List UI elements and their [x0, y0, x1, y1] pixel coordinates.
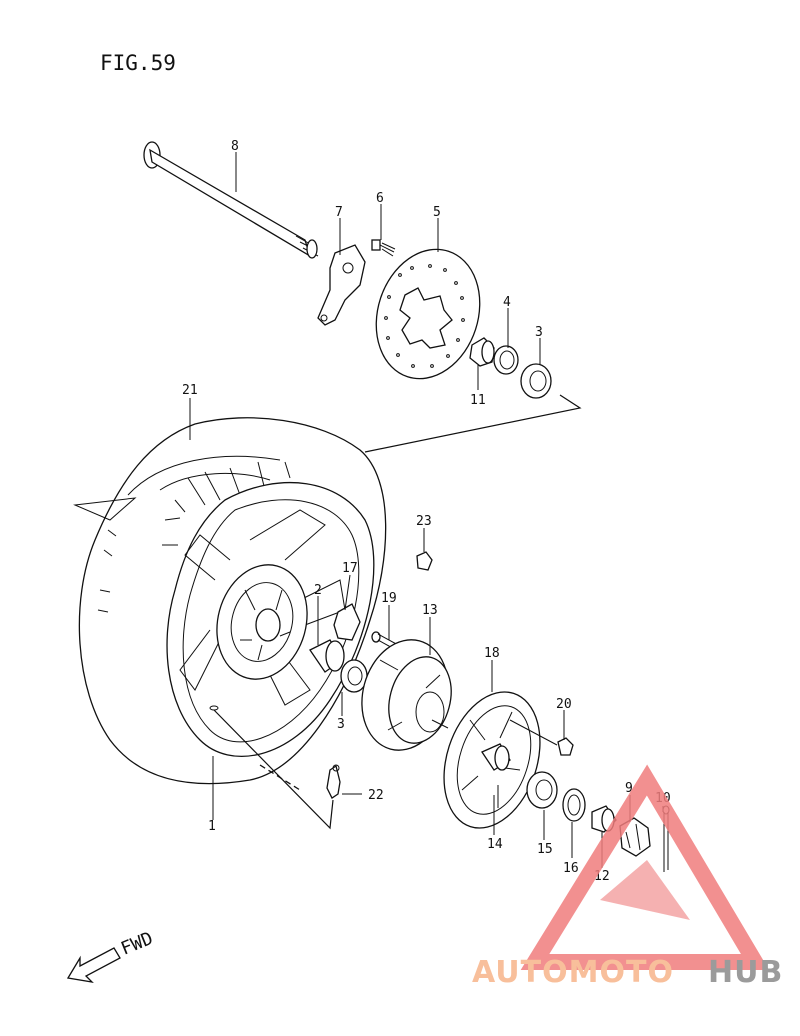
callout-21: 21: [182, 383, 198, 398]
watermark-triangle: [520, 764, 770, 970]
oil-seal-4: [493, 345, 519, 375]
assembly-line-axle: [259, 764, 301, 791]
callout-3-upper: 3: [535, 325, 543, 340]
caliper-bracket: [317, 244, 366, 326]
forward-direction-arrow: [66, 947, 121, 983]
bearing-15: [526, 771, 558, 809]
callout-2: 2: [314, 583, 322, 598]
callout-20: 20: [556, 697, 572, 712]
damper-17: [333, 603, 361, 641]
nut-23: [416, 551, 433, 571]
rear-axle: [143, 141, 319, 259]
callout-22: 22: [368, 788, 384, 803]
detail-stroke: [73, 497, 137, 521]
callout-3-lower: 3: [337, 717, 345, 732]
watermark-text-a: AUTOMOTO: [472, 955, 674, 990]
callout-16: 16: [563, 861, 579, 876]
callout-15: 15: [537, 842, 553, 857]
callout-7: 7: [335, 205, 343, 220]
callout-17: 17: [342, 561, 358, 576]
valve-22: [326, 764, 341, 799]
callout-5: 5: [433, 205, 441, 220]
rear-wheel-tire: [78, 417, 387, 785]
callout-6: 6: [376, 191, 384, 206]
spacer-2: [309, 639, 345, 673]
leader-lines: [189, 152, 664, 868]
callout-8: 8: [231, 139, 239, 154]
watermark-logo: AUTOMOTO HUB: [472, 764, 783, 990]
brake-disc: [375, 248, 481, 380]
sprocket-carrier-13: [361, 639, 452, 751]
callout-13: 13: [422, 603, 438, 618]
callout-19: 19: [381, 591, 397, 606]
callout-11: 11: [470, 393, 486, 408]
callout-23: 23: [416, 514, 432, 529]
oil-seal-16: [562, 788, 586, 822]
bearing-3-upper: [520, 363, 552, 399]
disc-bolt: [371, 239, 396, 257]
watermark-text-b: HUB: [708, 955, 783, 990]
axle-nut-9: [619, 817, 651, 857]
spacer-14: [481, 743, 511, 771]
figure-title: FIG.59: [100, 51, 176, 75]
forward-label: FWD: [118, 928, 156, 960]
callout-4: 4: [503, 295, 511, 310]
assembly-line-valve: [213, 709, 334, 830]
callout-14: 14: [487, 837, 503, 852]
stud-bolt-19: [371, 631, 401, 652]
nut-20: [509, 719, 574, 756]
callout-1: 1: [208, 819, 216, 834]
spacer-11: [469, 337, 495, 367]
callout-18: 18: [484, 646, 500, 661]
callout-9: 9: [625, 781, 633, 796]
assembly-line-upper: [364, 394, 582, 453]
